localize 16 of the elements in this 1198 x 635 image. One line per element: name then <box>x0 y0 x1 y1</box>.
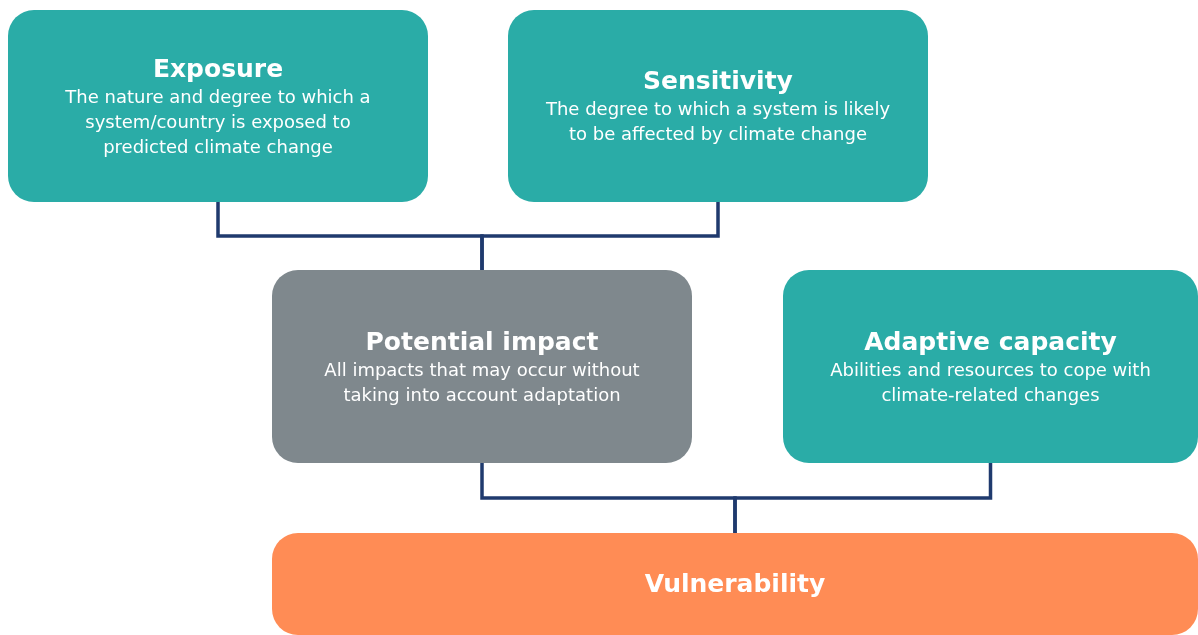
box-heading: Potential impact <box>365 326 599 357</box>
box-description: All impacts that may occur without taking into account adaptation <box>323 357 641 407</box>
box-heading: Adaptive capacity <box>864 326 1117 357</box>
connector-line <box>480 202 720 270</box>
process-box <box>272 270 692 463</box>
box-description: The nature and degree to which a system/country is exposed to predicted climate change <box>64 84 372 159</box>
box-heading: Vulnerability <box>644 569 826 599</box>
box-description: The degree to which a system is likely to be affected by climate change <box>544 97 892 146</box>
connector-line <box>733 463 993 533</box>
box-description: Abilities and resources to cope with climate-related changes <box>829 357 1152 407</box>
box-heading: Sensitivity <box>643 66 793 96</box>
result-box <box>272 533 1198 635</box>
box-heading: Exposure <box>152 53 284 84</box>
process-box <box>8 10 428 202</box>
process-box <box>508 10 928 202</box>
process-box <box>783 270 1198 463</box>
